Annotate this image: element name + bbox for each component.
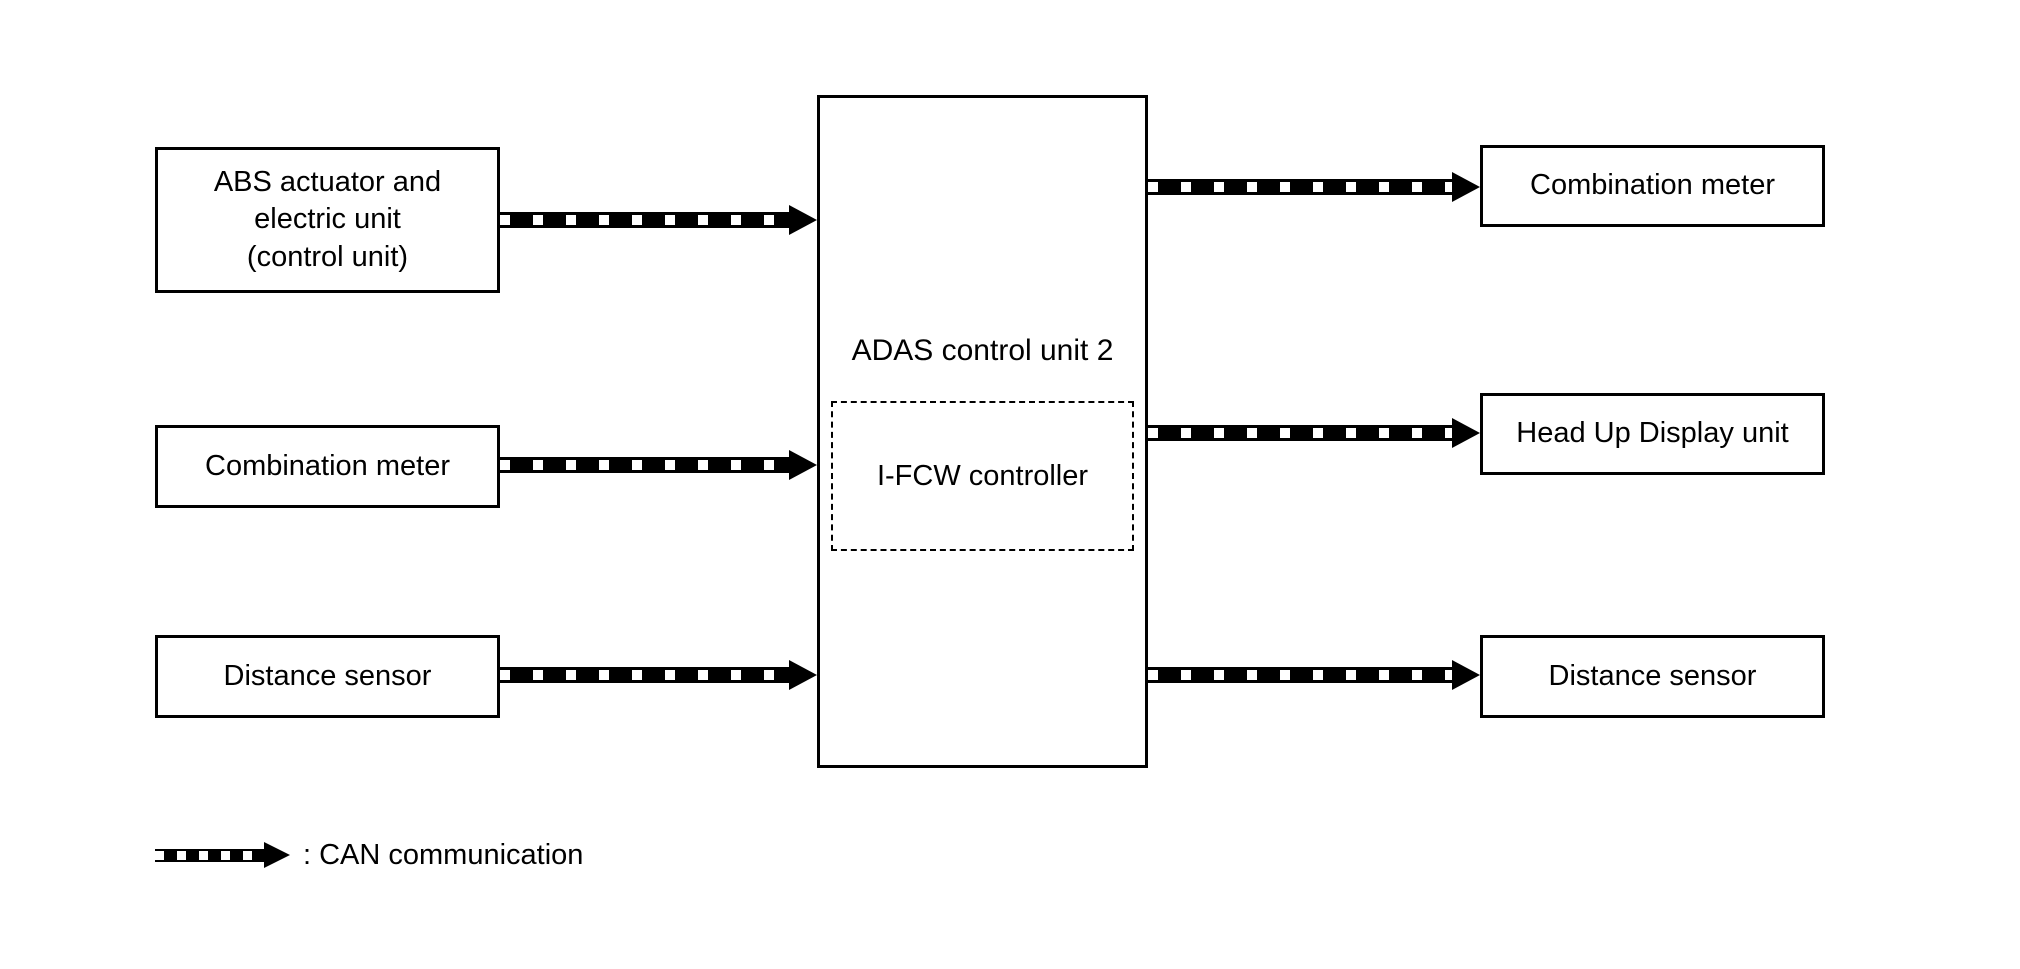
legend-label: : CAN communication — [303, 839, 584, 871]
node-distance-sensor-left: Distance sensor — [155, 635, 500, 718]
can-arrow-shaft — [500, 667, 790, 683]
node-adas-control-unit-2: ADAS control unit 2 I-FCW controller — [817, 95, 1148, 768]
legend-can-arrow-shaft-icon — [155, 849, 265, 862]
can-arrow-shaft — [500, 457, 790, 473]
can-arrow-shaft — [1148, 179, 1453, 195]
can-arrow-head-icon — [1452, 172, 1480, 202]
node-abs-actuator-electric-unit: ABS actuator and electric unit (control … — [155, 147, 500, 293]
node-combination-meter-right: Combination meter — [1480, 145, 1825, 227]
can-arrow-head-icon — [1452, 418, 1480, 448]
node-distance-sensor-right: Distance sensor — [1480, 635, 1825, 718]
can-arrow-head-icon — [789, 660, 817, 690]
adas-control-unit-label: ADAS control unit 2 — [851, 334, 1114, 367]
can-arrow-shaft — [1148, 425, 1453, 441]
node-head-up-display-unit: Head Up Display unit — [1480, 393, 1825, 475]
can-arrow-head-icon — [1452, 660, 1480, 690]
can-arrow-head-icon — [789, 450, 817, 480]
can-arrow-head-icon — [789, 205, 817, 235]
node-ifcw-controller: I-FCW controller — [831, 401, 1134, 551]
can-arrow-shaft — [500, 212, 790, 228]
legend-can-arrow-head-icon — [264, 842, 290, 868]
can-arrow-shaft — [1148, 667, 1453, 683]
node-combination-meter-left: Combination meter — [155, 425, 500, 508]
